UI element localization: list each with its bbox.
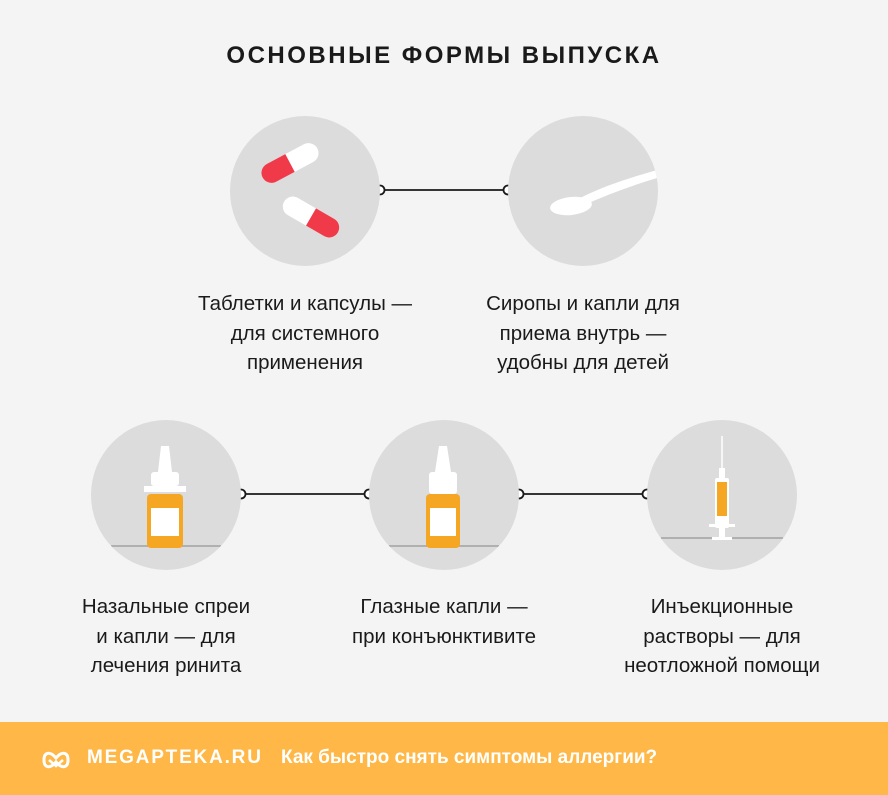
article-link[interactable]: Как быстро снять симптомы аллергии? [281, 747, 658, 768]
caption-line: для системного [230, 321, 380, 345]
nasal-spray-icon [111, 446, 221, 548]
caption-tablets: Таблетки и капсулы — для системного прим… [155, 289, 455, 378]
capsules-circle [230, 116, 380, 266]
syringe-icon [661, 436, 783, 540]
caption-line: неотложной помощи [624, 654, 820, 677]
footer-bar: MEGAPTEKA.RU Как быстро снять симптомы а… [0, 722, 888, 795]
capsules-icon [261, 143, 340, 238]
eye-drops-icon [389, 446, 499, 548]
caption-line: удобны для детей [497, 351, 669, 374]
syrup-circle [508, 116, 658, 266]
caption-eye: Глазные капли — при конъюнктивите [304, 592, 584, 651]
caption-line: Глазные капли — [360, 595, 528, 618]
caption-line: Сиропы и капли для [486, 292, 680, 315]
caption-injection: Инъекционные растворы — для неотложной п… [582, 592, 862, 681]
caption-line: растворы — для [643, 624, 801, 648]
caption-line: применения [246, 351, 364, 374]
spoon-icon [550, 169, 658, 216]
caption-syrups: Сиропы и капли для приема внутрь — удобн… [433, 289, 733, 378]
caption-line: лечения ринита [90, 654, 242, 677]
caption-line: при конъюнктивите [351, 624, 537, 648]
page-title: ОСНОВНЫЕ ФОРМЫ ВЫПУСКА [226, 42, 662, 69]
eye-drops-circle [369, 420, 519, 570]
caption-line: приема внутрь — [499, 321, 667, 345]
caption-nasal: Назальные спреи и капли — для лечения ри… [26, 592, 306, 681]
caption-line: Таблетки и капсулы — [197, 292, 413, 315]
caption-line: Инъекционные [650, 595, 794, 618]
brand-name[interactable]: MEGAPTEKA.RU [87, 747, 263, 768]
syringe-circle [647, 420, 797, 570]
caption-line: Назальные спреи [81, 595, 251, 618]
megapteka-logo-icon[interactable] [40, 748, 72, 772]
nasal-spray-circle [91, 420, 241, 570]
caption-line: и капли — для [96, 624, 236, 648]
